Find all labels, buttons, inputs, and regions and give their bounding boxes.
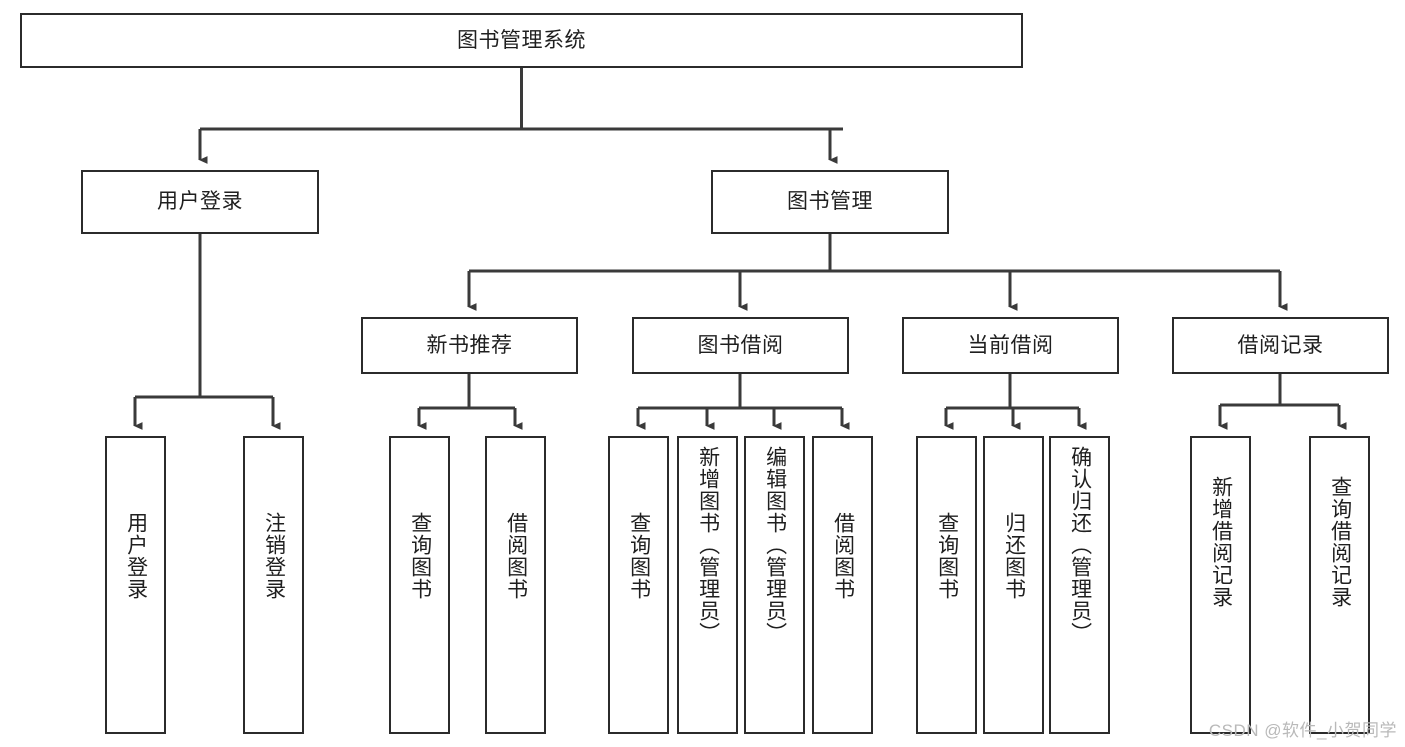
node-leaf-query-record-label: 查询借阅记录 xyxy=(1328,476,1352,608)
node-book-borrow[interactable]: 图书借阅 xyxy=(632,317,849,374)
node-user-login-label: 用户登录 xyxy=(157,190,243,214)
node-leaf-add-record[interactable]: 新增借阅记录 xyxy=(1190,436,1251,734)
node-leaf-return-book-label: 归还图书 xyxy=(1002,512,1026,600)
node-leaf-borrow-book-1-label: 借阅图书 xyxy=(504,512,528,600)
node-root-label: 图书管理系统 xyxy=(457,28,586,52)
node-leaf-borrow-book-1[interactable]: 借阅图书 xyxy=(485,436,546,734)
node-book-manage-label: 图书管理 xyxy=(787,190,873,214)
node-leaf-borrow-book-2[interactable]: 借阅图书 xyxy=(812,436,873,734)
node-leaf-add-record-label: 新增借阅记录 xyxy=(1209,476,1233,608)
node-leaf-query-book-3[interactable]: 查询图书 xyxy=(916,436,977,734)
node-new-book-rec-label: 新书推荐 xyxy=(426,333,513,357)
node-new-book-rec[interactable]: 新书推荐 xyxy=(361,317,578,374)
node-leaf-edit-book[interactable]: 编辑图书（管理员） xyxy=(744,436,805,734)
node-leaf-confirm-return-label: 确认归还（管理员） xyxy=(1068,446,1092,644)
node-borrow-record-label: 借阅记录 xyxy=(1237,333,1324,357)
node-current-borrow-label: 当前借阅 xyxy=(967,333,1054,357)
node-leaf-query-book-2-label: 查询图书 xyxy=(627,512,651,600)
node-leaf-query-book-1-label: 查询图书 xyxy=(408,512,432,600)
node-leaf-user-logout[interactable]: 注销登录 xyxy=(243,436,304,734)
node-leaf-add-book-label: 新增图书（管理员） xyxy=(696,446,720,644)
node-leaf-query-book-1[interactable]: 查询图书 xyxy=(389,436,450,734)
node-leaf-user-login-label: 用户登录 xyxy=(124,512,148,600)
node-current-borrow[interactable]: 当前借阅 xyxy=(902,317,1119,374)
node-book-manage[interactable]: 图书管理 xyxy=(711,170,949,234)
node-leaf-confirm-return[interactable]: 确认归还（管理员） xyxy=(1049,436,1110,734)
node-leaf-user-login[interactable]: 用户登录 xyxy=(105,436,166,734)
node-user-login[interactable]: 用户登录 xyxy=(81,170,319,234)
node-leaf-query-book-2[interactable]: 查询图书 xyxy=(608,436,669,734)
node-leaf-add-book[interactable]: 新增图书（管理员） xyxy=(677,436,738,734)
node-book-borrow-label: 图书借阅 xyxy=(697,333,784,357)
watermark-label: CSDN @软件_小贺同学 xyxy=(1208,721,1397,740)
node-leaf-return-book[interactable]: 归还图书 xyxy=(983,436,1044,734)
node-leaf-user-logout-label: 注销登录 xyxy=(262,512,286,600)
node-root[interactable]: 图书管理系统 xyxy=(20,13,1023,68)
node-leaf-query-record[interactable]: 查询借阅记录 xyxy=(1309,436,1370,734)
node-leaf-edit-book-label: 编辑图书（管理员） xyxy=(763,446,787,644)
node-leaf-borrow-book-2-label: 借阅图书 xyxy=(831,512,855,600)
node-leaf-query-book-3-label: 查询图书 xyxy=(935,512,959,600)
node-borrow-record[interactable]: 借阅记录 xyxy=(1172,317,1389,374)
